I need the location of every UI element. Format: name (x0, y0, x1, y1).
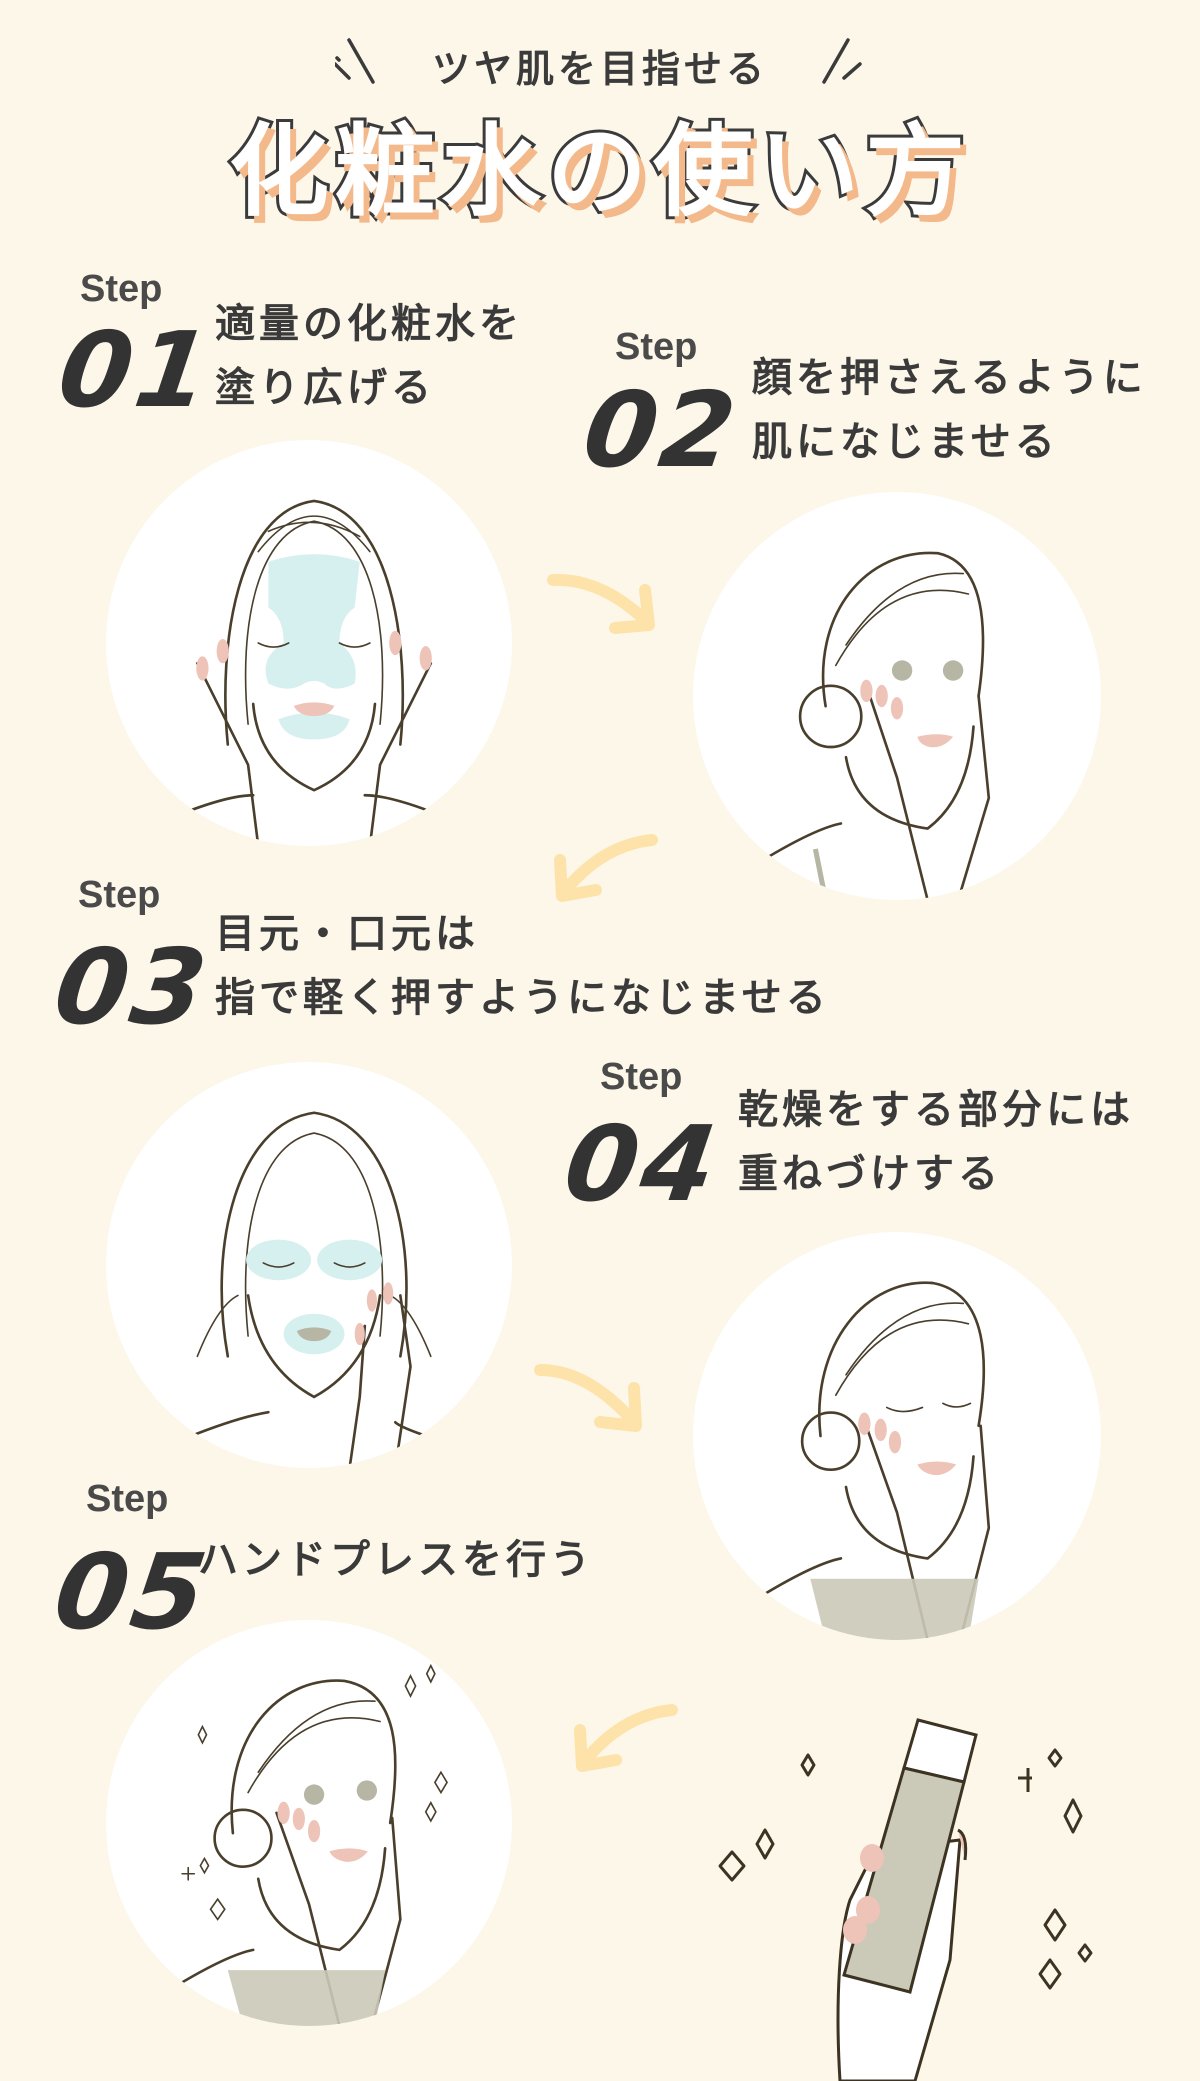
woman-eye-mouth-icon (185, 1111, 433, 1468)
step-instruction-line: 塗り広げる (215, 365, 435, 411)
step-instruction-line: 重ねづけする (738, 1151, 1002, 1197)
step-instruction-line: 目元・口元は (215, 911, 479, 957)
step-illustration (693, 1232, 1101, 1640)
step-illustration (106, 1062, 512, 1468)
step-instruction: 適量の化粧水を 塗り広げる (215, 292, 523, 420)
woman-layering-icon (763, 1281, 991, 1640)
step-label: Step (600, 1056, 683, 1098)
step-instruction: 目元・口元は 指で軽く押すようになじませる (215, 902, 830, 1030)
step-instruction-line: 顔を押さえるように (752, 355, 1147, 401)
step-illustration (693, 492, 1101, 900)
hand-holding-bottle-icon (718, 1718, 1093, 2081)
emphasis-lines-right-icon (822, 38, 862, 84)
step-instruction-line: 肌になじませる (752, 419, 1059, 465)
step-illustration (106, 440, 512, 846)
page-title: 化粧水の使い方 (226, 110, 971, 233)
step-instruction: 顔を押さえるように 肌になじませる (752, 346, 1147, 474)
woman-toner-face-icon (175, 499, 443, 846)
step-instruction: ハンドプレスを行う (198, 1528, 594, 1592)
step-number: 04 (557, 1103, 728, 1225)
arrow-left-down-icon (572, 1700, 682, 1780)
woman-pressing-cheeks-icon (763, 551, 991, 900)
step-instruction-line: 乾燥をする部分には (738, 1087, 1134, 1133)
emphasis-lines-left-icon (335, 38, 375, 84)
step-instruction-line: ハンドプレスを行う (198, 1537, 594, 1583)
step-label: Step (615, 326, 698, 368)
arrow-right-down-icon (532, 1360, 642, 1440)
woman-hand-press-icon (175, 1663, 448, 2026)
subtitle: ツヤ肌を目指せる (431, 47, 768, 91)
step-number: 02 (576, 369, 747, 491)
step-label: Step (86, 1478, 169, 1520)
arrow-right-down-icon (545, 570, 655, 640)
step-number: 03 (47, 926, 218, 1048)
step-number: 05 (47, 1531, 218, 1653)
step-illustration (106, 1620, 512, 2026)
toner-bottle-illustration (700, 1700, 1120, 2081)
step-instruction-line: 適量の化粧水を (215, 301, 523, 347)
arrow-left-down-icon (552, 830, 662, 910)
step-number: 01 (51, 309, 222, 431)
step-instruction: 乾燥をする部分には 重ねづけする (738, 1078, 1134, 1206)
step-instruction-line: 指で軽く押すようになじませる (215, 975, 830, 1021)
step-label: Step (80, 268, 163, 310)
step-label: Step (78, 874, 161, 916)
